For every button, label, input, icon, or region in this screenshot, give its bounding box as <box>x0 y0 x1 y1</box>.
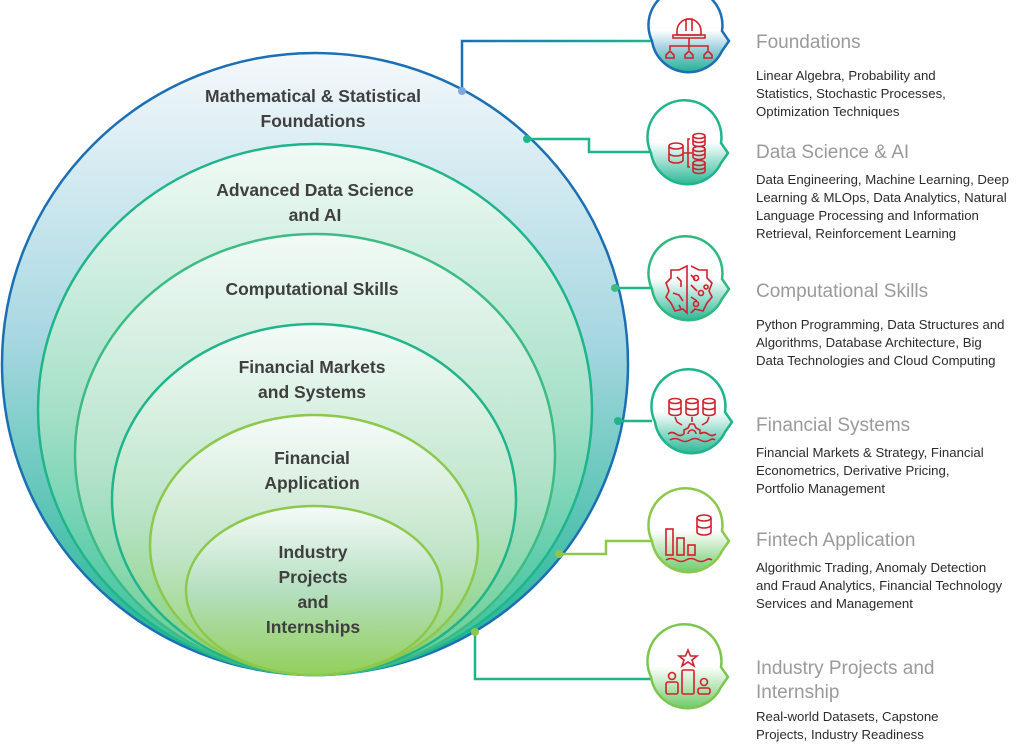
category-title: Data Science & AI <box>756 142 910 163</box>
bubble-financial-systems <box>650 367 734 455</box>
ring-label-3: Computational Skills <box>225 279 398 299</box>
connector-dot-fintech <box>555 550 563 558</box>
category-title: Computational Skills <box>756 281 929 302</box>
category-title: Fintech Application <box>756 530 916 551</box>
connector-dot-foundations <box>458 87 466 95</box>
connector-dot-computational <box>611 284 619 292</box>
category-data-science: Data Science & AI Data Engineering, Mach… <box>756 141 1018 243</box>
category-description: Real-world Datasets, Capstone Projects, … <box>756 709 939 742</box>
connector-fintech <box>559 539 652 556</box>
connector-dot-data-science <box>523 135 531 143</box>
podium-star-icon <box>665 647 711 695</box>
connector-data-science <box>527 137 652 154</box>
bubble-industry <box>646 622 730 710</box>
category-financial-systems: Financial Systems Financial Markets & St… <box>756 414 1018 498</box>
icon-bubbles <box>646 0 734 710</box>
connectors <box>458 39 652 681</box>
category-description: Data Engineering, Machine Learning, Deep… <box>756 172 1009 241</box>
connector-foundations <box>460 39 652 91</box>
category-industry: Industry Projects and Internship Real-wo… <box>756 657 1018 744</box>
connector-dot-industry <box>471 628 479 636</box>
engineer-helmet-hierarchy-icon <box>665 18 713 59</box>
ring-industry-projects <box>184 504 444 677</box>
category-title: Financial Systems <box>756 415 911 436</box>
category-description: Algorithmic Trading, Anomaly Detection a… <box>756 560 1003 611</box>
brain-circuit-icon <box>665 264 713 315</box>
databases-gear-icon <box>667 397 717 443</box>
bubble-computational <box>647 234 731 322</box>
category-description: Linear Algebra, Probability and Statisti… <box>756 68 946 119</box>
category-description: Python Programming, Data Structures and … <box>756 317 1005 368</box>
category-fintech: Fintech Application Algorithmic Trading,… <box>756 529 1018 613</box>
category-description: Financial Markets & Strategy, Financial … <box>756 445 984 496</box>
bubble-fintech <box>647 486 731 574</box>
category-title: Industry Projects and Internship <box>756 658 935 703</box>
category-computational: Computational Skills Python Programming,… <box>756 280 1018 370</box>
category-title: Foundations <box>756 32 861 53</box>
category-foundations: Foundations Linear Algebra, Probability … <box>756 31 1018 121</box>
bar-chart-database-icon <box>665 514 713 563</box>
database-tree-icon <box>668 132 706 175</box>
connector-dot-financial-systems <box>614 417 622 425</box>
bubble-foundations <box>647 0 731 74</box>
bubble-data-science <box>646 98 730 186</box>
connector-industry <box>473 632 652 681</box>
rings-group <box>0 51 630 677</box>
